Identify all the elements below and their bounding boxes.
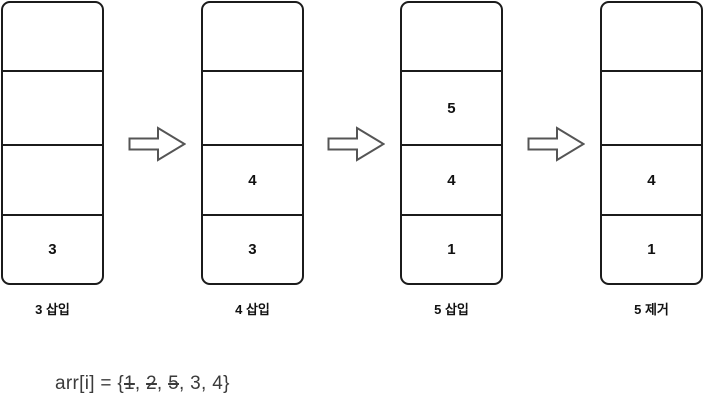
stack-cell: 1 <box>647 241 656 258</box>
stack-after-insert-3: 3 <box>1 1 104 285</box>
stack-caption: 4 삽입 <box>235 302 270 317</box>
stack-after-insert-5: 5 4 1 <box>400 1 503 285</box>
array-formula: arr[i] = {1, 2, 5, 3, 4} <box>55 373 230 395</box>
formula-item-struck: 5 <box>168 373 179 394</box>
stack-cell: 3 <box>48 241 57 258</box>
formula-separator: , <box>178 373 191 394</box>
formula-prefix: arr[i] = { <box>55 373 124 394</box>
stack-cell: 1 <box>447 241 456 258</box>
right-arrow-icon <box>327 126 385 162</box>
formula-separator: , <box>156 373 169 394</box>
stack-cell: 4 <box>203 146 302 216</box>
formula-item-struck: 1 <box>124 373 135 394</box>
stack-cell <box>602 3 701 72</box>
right-arrow-icon <box>527 126 585 162</box>
stack-caption: 5 제거 <box>634 302 669 317</box>
formula-item-struck: 2 <box>146 373 157 394</box>
formula-item: 4 <box>212 373 224 394</box>
formula-separator: , <box>201 373 213 394</box>
stack-caption: 3 삽입 <box>35 302 70 317</box>
stack-cell <box>3 3 102 72</box>
stack-cell <box>602 72 701 146</box>
stack-cell <box>402 3 501 72</box>
stack-cell <box>3 72 102 146</box>
stack-cell: 5 <box>402 72 501 146</box>
stack-after-insert-4: 4 3 <box>201 1 304 285</box>
stack-cell <box>203 72 302 146</box>
formula-separator: , <box>134 373 147 394</box>
stack-cell <box>3 146 102 216</box>
formula-item: 3 <box>190 373 202 394</box>
right-arrow-icon <box>128 126 186 162</box>
formula-suffix: } <box>223 373 230 394</box>
stack-after-remove-5: 4 1 <box>600 1 703 285</box>
stack-cell: 4 <box>602 146 701 216</box>
stack-cell: 3 <box>248 241 257 258</box>
stack-caption: 5 삽입 <box>434 302 469 317</box>
stack-cell: 4 <box>402 146 501 216</box>
stack-cell <box>203 3 302 72</box>
